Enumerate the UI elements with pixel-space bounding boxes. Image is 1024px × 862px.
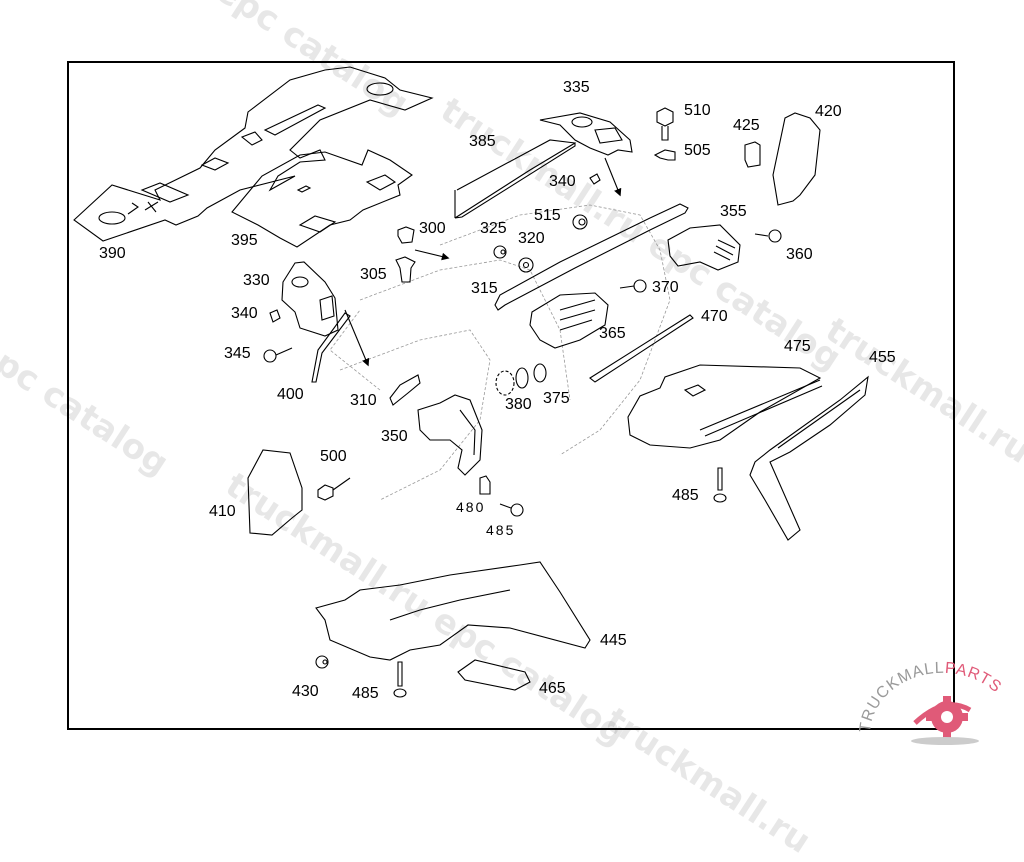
part-365-vent: [529, 292, 609, 349]
part-310-trim: [389, 374, 421, 406]
callout-445[interactable]: 445: [600, 632, 627, 649]
callout-360[interactable]: 360: [786, 246, 813, 263]
logo-text-parts: PARTS: [944, 660, 1004, 697]
part-340-clip: [589, 173, 601, 185]
part-330-trim: [281, 261, 370, 367]
callout-430[interactable]: 430: [292, 683, 319, 700]
logo-text-truckmall: TRUCKMALL: [857, 660, 945, 734]
part-515-nut: [572, 214, 588, 230]
callout-475[interactable]: 475: [784, 338, 811, 355]
callout-515[interactable]: 515: [534, 207, 561, 224]
callout-465[interactable]: 465: [539, 680, 566, 697]
part-420-cover: [772, 112, 821, 206]
part-385-panel: [454, 139, 576, 219]
part-300-clip: [397, 226, 450, 261]
part-350-vent: [417, 394, 483, 476]
part-375-grommet: [533, 363, 547, 383]
part-425-bracket: [744, 141, 761, 168]
callout-485-right[interactable]: 485: [672, 487, 699, 504]
part-345-screw: [263, 347, 293, 363]
callout-470[interactable]: 470: [701, 308, 728, 325]
part-370-screw: [619, 279, 647, 293]
callout-375[interactable]: 375: [543, 390, 570, 407]
part-445-lower-tray: [315, 561, 591, 661]
part-400-seal: [311, 312, 351, 383]
part-475-glovebox-lid: [627, 364, 823, 449]
diagram-frame: [67, 61, 955, 730]
parts-diagram: [73, 66, 869, 698]
part-315-rail: [494, 203, 689, 311]
callout-350[interactable]: 350: [381, 428, 408, 445]
part-325-clip: [493, 245, 507, 259]
callout-325[interactable]: 325: [480, 220, 507, 237]
callout-510[interactable]: 510: [684, 102, 711, 119]
callout-365[interactable]: 365: [599, 325, 626, 342]
part-485-screw-a: [713, 467, 727, 503]
part-380-grommet: [495, 367, 529, 396]
callout-300[interactable]: 300: [419, 220, 446, 237]
callout-305[interactable]: 305: [360, 266, 387, 283]
part-455-trim: [749, 375, 869, 541]
callout-340-top[interactable]: 340: [549, 173, 576, 190]
callout-320[interactable]: 320: [518, 230, 545, 247]
callout-455[interactable]: 455: [869, 349, 896, 366]
callout-395[interactable]: 395: [231, 232, 258, 249]
part-500-bolt: [317, 477, 351, 501]
part-510-bolt: [656, 107, 674, 141]
callout-355[interactable]: 355: [720, 203, 747, 220]
part-340b-clip: [269, 309, 281, 323]
part-395-mat: [231, 149, 413, 248]
callout-480[interactable]: 480: [456, 499, 486, 515]
part-305-clip: [395, 256, 416, 283]
callout-310[interactable]: 310: [350, 392, 377, 409]
logo-shadow: [911, 737, 979, 745]
callout-330[interactable]: 330: [243, 272, 270, 289]
part-335-trim: [539, 112, 633, 197]
part-410-cover: [247, 449, 303, 536]
part-470-strip: [589, 314, 694, 383]
part-480-clip: [479, 475, 491, 495]
callout-380[interactable]: 380: [505, 396, 532, 413]
truckmall-parts-logo: TRUCKMALLPARTS: [857, 660, 1005, 745]
part-465-plate: [457, 659, 531, 691]
gear-icon: [926, 696, 968, 738]
part-355-vent: [667, 224, 741, 271]
callout-340-left[interactable]: 340: [231, 305, 258, 322]
part-320-washer: [518, 257, 534, 273]
callout-335[interactable]: 335: [563, 79, 590, 96]
part-485-screw-b: [499, 503, 524, 517]
svg-text:TRUCKMALLPARTS: TRUCKMALLPARTS: [857, 660, 1005, 734]
callout-370[interactable]: 370: [652, 279, 679, 296]
callout-425[interactable]: 425: [733, 117, 760, 134]
part-360-screw: [754, 229, 782, 243]
swoosh-icon: [913, 702, 972, 725]
callout-410[interactable]: 410: [209, 503, 236, 520]
callout-505[interactable]: 505: [684, 142, 711, 159]
callout-385[interactable]: 385: [469, 133, 496, 150]
callout-400[interactable]: 400: [277, 386, 304, 403]
callout-485-center[interactable]: 485: [486, 522, 516, 538]
dashboard-outline: [329, 204, 671, 501]
part-485-screw-c: [393, 661, 407, 698]
part-390-insulation-mat: [73, 66, 434, 242]
callout-485-bottom[interactable]: 485: [352, 685, 379, 702]
part-505-clip: [653, 149, 676, 161]
callout-315[interactable]: 315: [471, 280, 498, 297]
callout-345[interactable]: 345: [224, 345, 251, 362]
callout-500[interactable]: 500: [320, 448, 347, 465]
callout-420[interactable]: 420: [815, 103, 842, 120]
callout-390[interactable]: 390: [99, 245, 126, 262]
part-430-clip: [315, 655, 329, 669]
